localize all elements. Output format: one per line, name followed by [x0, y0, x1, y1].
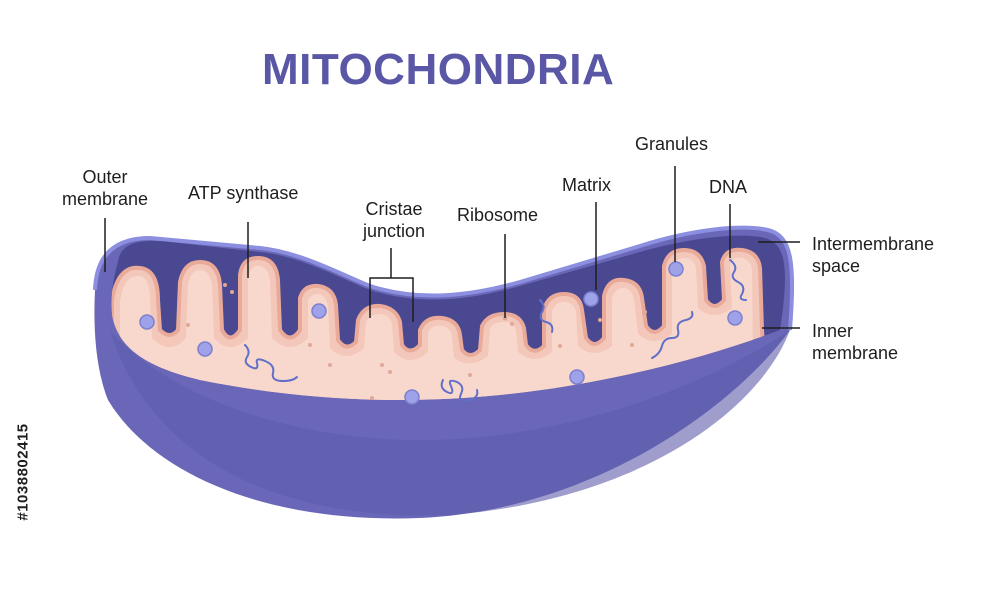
label-intermembrane-space-line1: Intermembrane — [812, 233, 934, 255]
label-inner-membrane-line1: Inner — [812, 320, 898, 342]
label-atp-synthase: ATP synthase — [188, 182, 298, 204]
label-intermembrane-space: Intermembrane space — [812, 233, 934, 277]
label-matrix: Matrix — [562, 174, 611, 196]
granule — [584, 292, 598, 306]
label-outer-membrane: Outer membrane — [55, 166, 155, 210]
label-outer-membrane-line2: membrane — [55, 188, 155, 210]
label-intermembrane-space-line2: space — [812, 255, 934, 277]
granule — [728, 311, 742, 325]
granule — [669, 262, 683, 276]
label-outer-membrane-line1: Outer — [55, 166, 155, 188]
label-cristae-junction: Cristae junction — [356, 198, 432, 242]
page-title: MITOCHONDRIA — [262, 48, 614, 92]
label-ribosome: Ribosome — [457, 204, 538, 226]
granule — [405, 390, 419, 404]
stock-id-label: #1038802415 — [15, 423, 32, 520]
granule — [570, 370, 584, 384]
label-inner-membrane: Inner membrane — [812, 320, 898, 364]
label-dna: DNA — [709, 176, 747, 198]
label-cristae-junction-line2: junction — [356, 220, 432, 242]
granule — [140, 315, 154, 329]
label-inner-membrane-line2: membrane — [812, 342, 898, 364]
granule — [198, 342, 212, 356]
stock-id-text: #1038802415 — [12, 362, 34, 582]
label-granules: Granules — [635, 133, 708, 155]
label-cristae-junction-line1: Cristae — [356, 198, 432, 220]
granule — [312, 304, 326, 318]
